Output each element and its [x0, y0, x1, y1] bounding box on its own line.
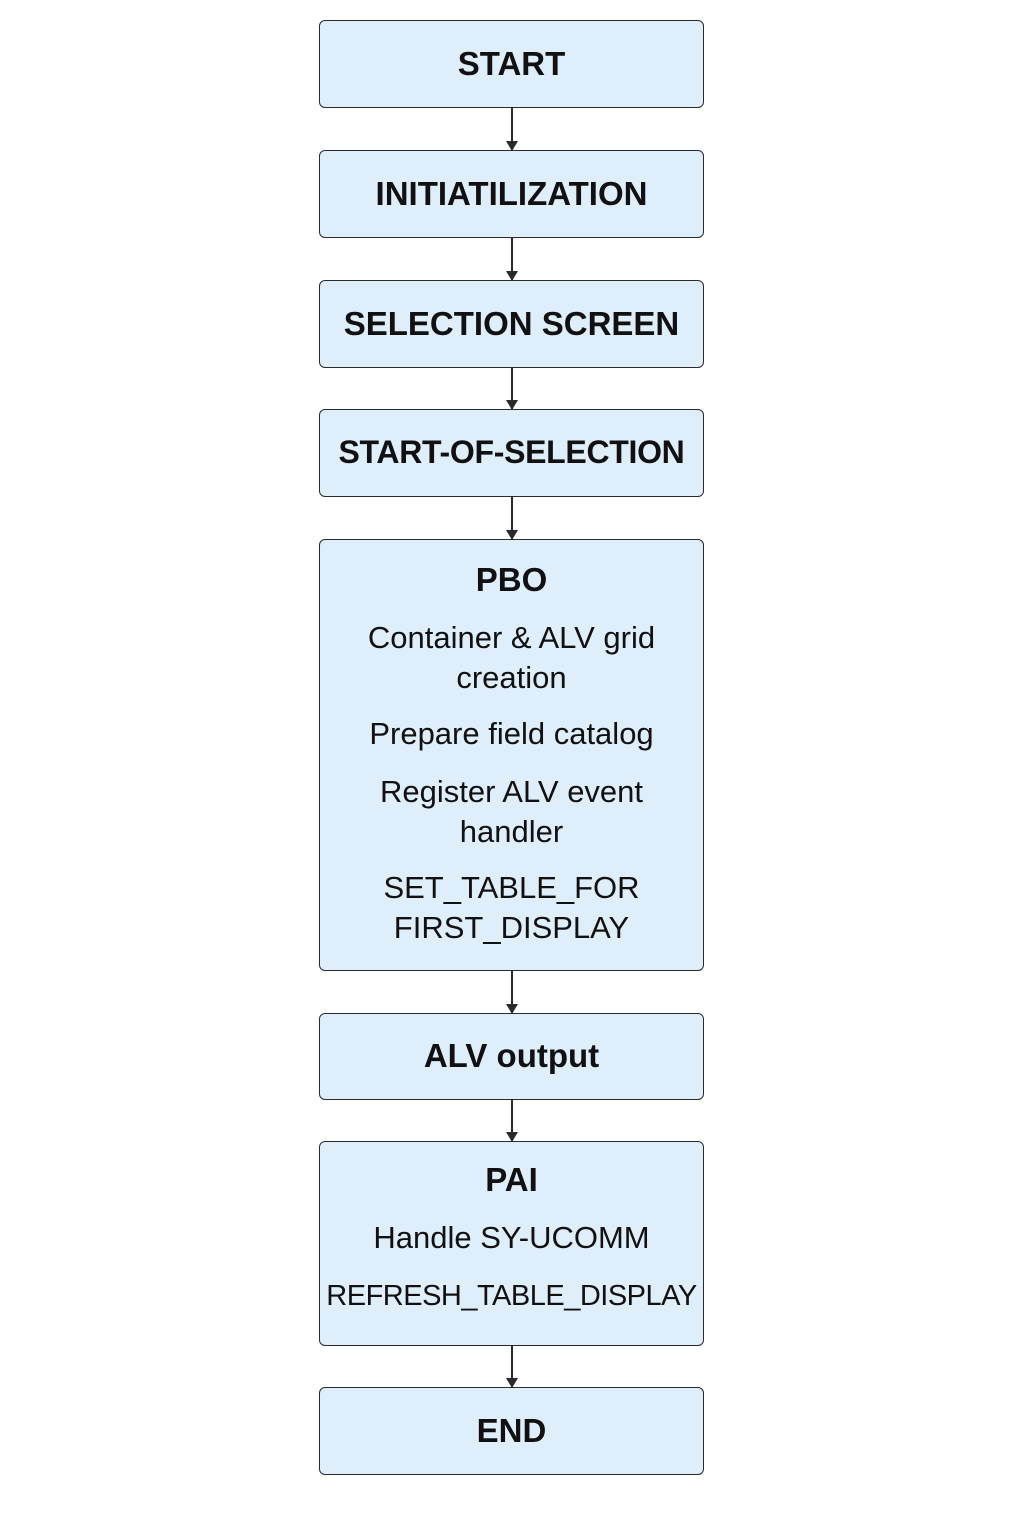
pbo-step-field-catalog: Prepare field catalog	[369, 716, 654, 752]
pbo-node: PBO Container & ALV grid creation Prepar…	[319, 539, 704, 971]
arrow-pbo-to-alv-output	[506, 971, 518, 1014]
pai-step-refresh-table-display: REFRESH_TABLE_DISPLAY	[326, 1280, 697, 1313]
pbo-title: PBO	[475, 561, 548, 598]
initialization-label: INITIATILIZATION	[375, 174, 648, 212]
start-of-selection-node: START-OF-SELECTION	[319, 409, 704, 497]
end-label: END	[476, 1411, 547, 1449]
pbo-step-register-event-handler: Register ALV event handler	[379, 774, 644, 850]
alv-output-label: ALV output	[423, 1037, 600, 1075]
arrow-start-to-init	[506, 108, 518, 151]
pai-node: PAI Handle SY-UCOMM REFRESH_TABLE_DISPLA…	[319, 1141, 704, 1346]
pbo-step-set-table-for-first-display: SET_TABLE_FOR FIRST_DISPLAY	[383, 870, 640, 946]
alv-output-node: ALV output	[319, 1013, 704, 1100]
selection-screen-label: SELECTION SCREEN	[343, 304, 680, 342]
pai-step-handle-sy-ucomm: Handle SY-UCOMM	[373, 1220, 650, 1256]
initialization-node: INITIATILIZATION	[319, 150, 704, 238]
arrow-init-to-selection-screen	[506, 238, 518, 281]
selection-screen-node: SELECTION SCREEN	[319, 280, 704, 368]
arrow-selection-screen-to-start-of-selection	[506, 368, 518, 410]
start-label: START	[457, 44, 566, 82]
arrow-pai-to-end	[506, 1346, 518, 1388]
arrow-alv-output-to-pai	[506, 1100, 518, 1142]
start-of-selection-label: START-OF-SELECTION	[338, 434, 685, 471]
arrow-start-of-selection-to-pbo	[506, 497, 518, 540]
end-node: END	[319, 1387, 704, 1475]
pbo-step-container-alv-grid: Container & ALV grid creation	[367, 620, 656, 696]
start-node: START	[319, 20, 704, 108]
pai-title: PAI	[485, 1161, 538, 1198]
